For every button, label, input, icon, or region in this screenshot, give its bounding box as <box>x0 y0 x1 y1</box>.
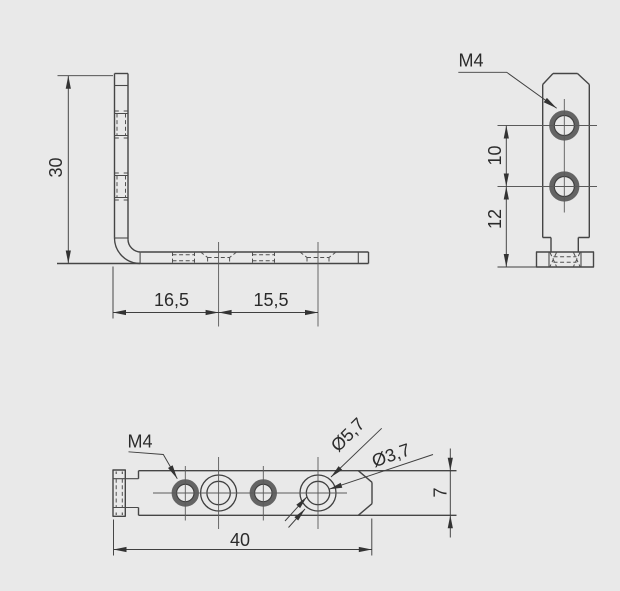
arrowhead <box>113 546 127 553</box>
thread-callout: M4 <box>458 51 557 109</box>
leg-thread-hole-2 <box>114 172 128 201</box>
dia-5-7-label: Ø5,7 <box>327 414 369 456</box>
arrowhead <box>305 309 318 316</box>
leader-line <box>128 451 178 479</box>
opposite-arrowhead <box>294 509 305 521</box>
notch-edges <box>550 237 579 252</box>
dim-7-label: 7 <box>431 487 451 497</box>
m4-label: M4 <box>127 432 152 452</box>
dimension-height-30: 30 <box>46 75 113 264</box>
arrowhead <box>65 250 71 264</box>
leader-line <box>458 71 557 109</box>
dimension-length-40: 40 <box>113 518 373 556</box>
arrowhead <box>65 75 71 89</box>
leader-arrowhead <box>329 482 343 490</box>
arrowhead <box>205 309 219 316</box>
foot-hidden-detail <box>548 252 582 267</box>
dia-3-7-label: Ø3,7 <box>369 440 412 472</box>
side-edges <box>542 84 590 238</box>
plate-thread-hole-2 <box>252 252 275 264</box>
inner-fillet-arc <box>127 239 141 253</box>
foot-outline <box>535 251 595 268</box>
arrowhead <box>113 309 126 316</box>
top-view: M4 Ø5,7 Ø3,7 40 <box>112 414 457 556</box>
dim-15-5-label: 15,5 <box>253 290 288 310</box>
plate-thread-hole-1 <box>172 252 195 264</box>
leader-arrowhead <box>331 466 343 477</box>
arrowhead <box>503 186 509 200</box>
dimension-hole-spacing: 10 12 <box>485 125 537 268</box>
dimension-hole-positions: 16,5 15,5 <box>112 266 318 319</box>
dim-12-label: 12 <box>485 209 505 229</box>
leader-arrowhead <box>168 465 178 479</box>
fillet-neck-lines <box>125 478 139 509</box>
side-view: 30 16,5 15,5 <box>46 72 370 327</box>
arrowhead <box>447 457 453 471</box>
dimension-width-7: 7 <box>431 448 453 538</box>
arrowhead <box>503 254 509 267</box>
hole-centerlines-horizontal <box>497 125 597 187</box>
dim-40-label: 40 <box>230 530 250 550</box>
arrowhead <box>503 125 509 139</box>
arrowhead <box>218 309 232 316</box>
thread-callout: M4 <box>127 432 178 479</box>
csk-inner-callout: Ø3,7 <box>284 440 434 522</box>
m4-label: M4 <box>458 51 483 71</box>
opposite-arrowhead <box>296 496 307 509</box>
leg-thread-hole-1 <box>114 110 128 139</box>
dim-30-label: 30 <box>46 157 66 177</box>
leg-tab <box>112 469 126 517</box>
end-chamfers <box>357 470 373 516</box>
dim-16-5-label: 16,5 <box>154 290 189 310</box>
leader-line <box>328 454 434 490</box>
dim-10-label: 10 <box>485 145 505 165</box>
arrowhead <box>358 546 372 553</box>
leader-arrowhead <box>543 97 557 109</box>
arrowhead <box>503 173 509 187</box>
arrowhead <box>447 515 453 529</box>
end-view: M4 10 12 <box>458 51 597 268</box>
top-chamfers <box>542 72 590 86</box>
